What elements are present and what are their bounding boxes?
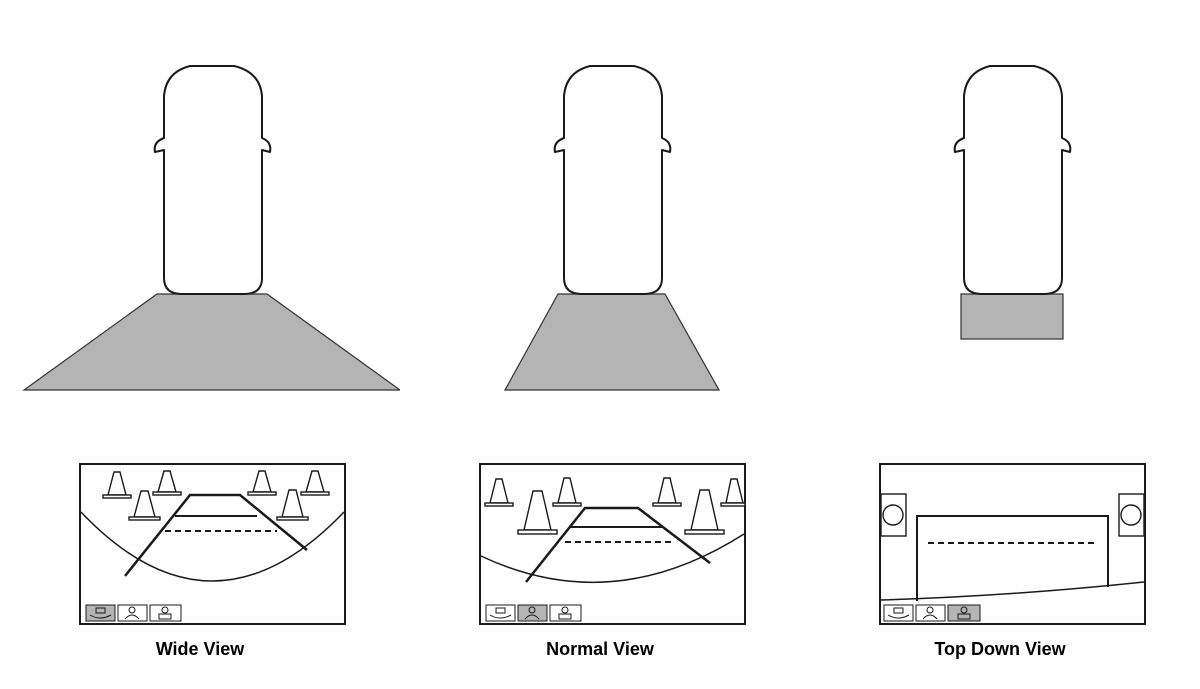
- traffic-cones: [484, 477, 746, 535]
- camera-screen-topdown: [879, 463, 1146, 625]
- car-top-view-icon: [953, 65, 1072, 295]
- topdown-view-panel: Top Down View: [800, 0, 1200, 689]
- parking-guide-lines: [916, 515, 1109, 601]
- parking-guide-lines: [124, 493, 308, 577]
- view-caption: Normal View: [546, 639, 654, 659]
- traffic-cones: [102, 470, 330, 521]
- car-top-view-icon: [553, 65, 672, 295]
- wide-view-panel: Wide View: [0, 0, 400, 689]
- camera-screen-wide: [79, 463, 346, 625]
- camera-coverage-topdown: [960, 293, 1064, 340]
- bumper-line: [880, 581, 1145, 601]
- camera-coverage-normal: [503, 293, 721, 391]
- parking-guide-lines: [525, 506, 711, 583]
- traffic-cone-tops: [880, 493, 1145, 537]
- view-mode-icons: [85, 604, 182, 622]
- car-top-view-icon: [153, 65, 272, 295]
- camera-screen-normal: [479, 463, 746, 625]
- view-caption: Top Down View: [934, 639, 1066, 659]
- normal-view-panel: Normal View: [400, 0, 800, 689]
- screen-curve: [480, 533, 745, 584]
- screen-curve: [80, 511, 345, 582]
- view-mode-icons: [883, 604, 981, 622]
- view-mode-icons: [485, 604, 582, 622]
- camera-coverage-wide: [22, 293, 400, 391]
- view-caption: Wide View: [155, 639, 245, 659]
